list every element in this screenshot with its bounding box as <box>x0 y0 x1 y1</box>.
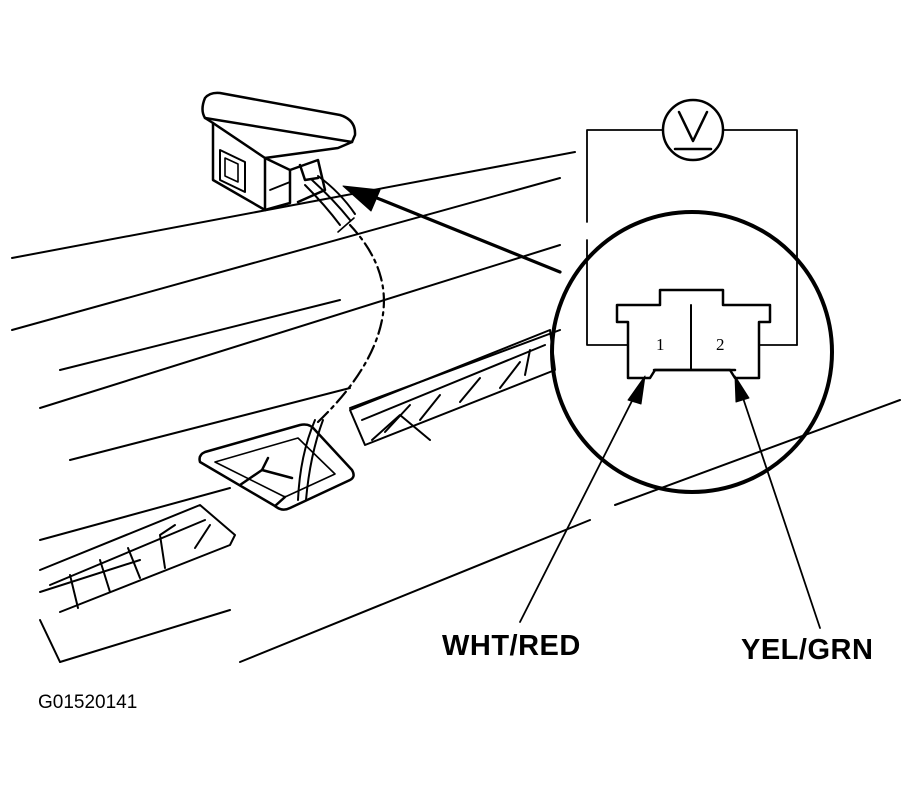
wire-label-yel-grn: YEL/GRN <box>741 634 874 666</box>
pin-1-label: 1 <box>656 335 665 354</box>
voltmeter-icon <box>661 98 725 162</box>
removal-path <box>316 223 386 424</box>
console-slot-left <box>39 504 236 613</box>
connector-face <box>615 288 772 380</box>
console-slot-right <box>349 329 556 446</box>
pin-2-label: 2 <box>716 335 725 354</box>
detail-circle <box>550 210 834 494</box>
switch-opening <box>198 419 355 511</box>
figure-id: G01520141 <box>38 692 138 713</box>
switch-assembly <box>201 91 357 233</box>
wire-leader-2 <box>734 375 821 629</box>
voltmeter-circuit <box>586 129 798 346</box>
pointer-arrow <box>342 185 562 274</box>
wire-leader-1 <box>519 375 646 623</box>
wire-label-wht-red: WHT/RED <box>442 630 581 662</box>
